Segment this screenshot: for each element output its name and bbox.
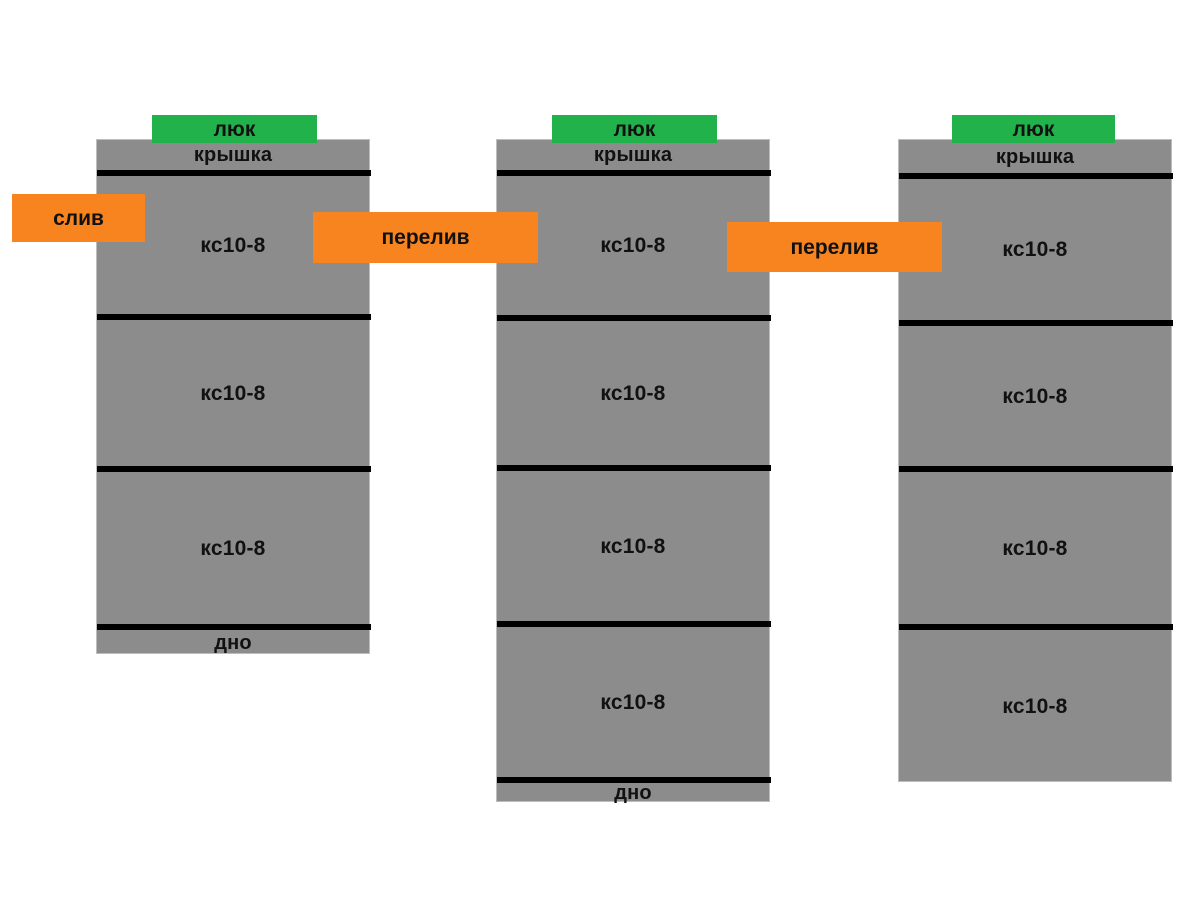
section-label-ring3: кс10-8 — [200, 536, 266, 560]
hatch-label: люк — [213, 117, 256, 141]
tank-well-2[interactable]: крышка кс10-8 кс10-8 кс10-8 кс10-8 дно — [496, 139, 771, 803]
tank-2-ring-joint-2 — [497, 315, 771, 321]
tank-1-section-ring3: кс10-8 — [97, 472, 369, 624]
tank-1-ring-joint-2 — [97, 314, 371, 320]
section-label-ring2: кс10-8 — [200, 381, 266, 405]
pipe-label: перелив — [381, 226, 470, 249]
section-label-ring3: кс10-8 — [1002, 536, 1068, 560]
drain-pipe-label[interactable]: слив — [12, 194, 145, 242]
tank-2-section-ring1: кс10-8 — [497, 176, 769, 315]
section-label-ring1: кс10-8 — [1002, 238, 1068, 261]
tank-3-section-ring4: кс10-8 — [899, 630, 1171, 783]
hatch-label: люк — [1012, 117, 1055, 141]
tank-1-section-ring2: кс10-8 — [97, 320, 369, 466]
section-label-cover: крышка — [995, 145, 1075, 168]
hatch-cover-tank-1[interactable]: люк — [152, 115, 317, 143]
tank-well-3[interactable]: крышка кс10-8 кс10-8 кс10-8 кс10-8 — [898, 139, 1173, 783]
hatch-cover-tank-3[interactable]: люк — [952, 115, 1115, 143]
hatch-cover-tank-2[interactable]: люк — [552, 115, 717, 143]
tank-1-ring-joint-4 — [97, 624, 371, 630]
tank-2-ring-joint-4 — [497, 621, 771, 627]
overflow-pipe-1-label[interactable]: перелив — [313, 212, 538, 263]
section-label-bottom: дно — [614, 782, 652, 804]
tank-3-section-ring3: кс10-8 — [899, 472, 1171, 624]
tank-3-ring-joint-1 — [899, 173, 1173, 179]
section-label-cover: крышка — [193, 144, 273, 166]
section-label-ring4: кс10-8 — [600, 690, 666, 714]
tank-3-ring-joint-4 — [899, 624, 1173, 630]
section-label-ring2: кс10-8 — [1002, 384, 1068, 408]
tank-2-ring-joint-3 — [497, 465, 771, 471]
tank-3-ring-joint-2 — [899, 320, 1173, 326]
section-label-bottom: дно — [214, 631, 252, 654]
tank-3-section-ring1: кс10-8 — [899, 179, 1171, 320]
tank-2-section-bottom: дно — [497, 783, 769, 803]
pipe-label: слив — [53, 206, 104, 230]
tank-1-ring-joint-3 — [97, 466, 371, 472]
tank-2-ring-joint-1 — [497, 170, 771, 176]
tank-1-section-ring1: кс10-8 — [97, 176, 369, 314]
section-label-ring1: кс10-8 — [200, 233, 266, 257]
section-label-cover: крышка — [593, 144, 673, 166]
pipe-label: перелив — [790, 235, 879, 259]
tank-1-ring-joint-1 — [97, 170, 371, 176]
tank-2-ring-joint-5 — [497, 777, 771, 783]
tank-3-section-cover: крышка — [899, 140, 1171, 173]
tank-3-section-ring2: кс10-8 — [899, 326, 1171, 466]
section-label-ring2: кс10-8 — [600, 381, 666, 405]
hatch-label: люк — [613, 117, 656, 141]
section-label-ring1: кс10-8 — [600, 234, 666, 257]
tank-2-section-ring2: кс10-8 — [497, 321, 769, 465]
tank-1-section-bottom: дно — [97, 630, 369, 655]
section-label-ring4: кс10-8 — [1002, 695, 1068, 718]
section-label-ring3: кс10-8 — [600, 534, 666, 558]
tank-2-section-cover: крышка — [497, 140, 769, 170]
tank-3-ring-joint-3 — [899, 466, 1173, 472]
overflow-pipe-2-label[interactable]: перелив — [727, 222, 942, 272]
tank-2-section-ring3: кс10-8 — [497, 471, 769, 621]
tank-1-section-cover: крышка — [97, 140, 369, 170]
tank-2-section-ring4: кс10-8 — [497, 627, 769, 777]
